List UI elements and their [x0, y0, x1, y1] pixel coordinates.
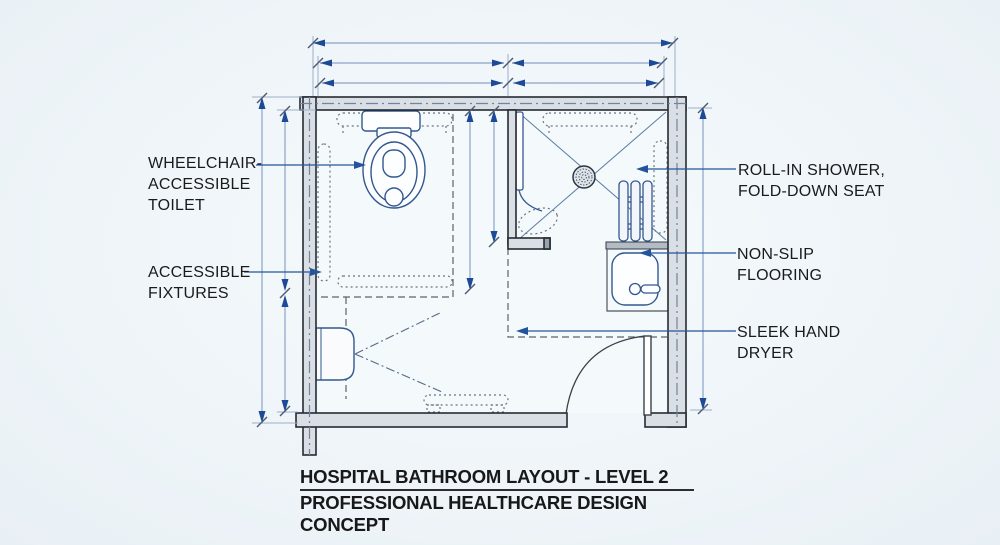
label-roll-in-shower: ROLL-IN SHOWER, FOLD-DOWN SEAT [738, 162, 886, 200]
shower-curb-end [543, 237, 551, 250]
toilet-front-rim [384, 187, 404, 207]
entry-door [565, 335, 652, 416]
toilet-fixture [361, 110, 426, 209]
door-clearance-outline [507, 248, 667, 338]
dimension-lines [261, 42, 704, 421]
grab-bar-bottom-wall [423, 394, 509, 406]
seat-slat [642, 180, 653, 242]
fold-down-seat [618, 180, 653, 242]
hand-dryer-airflow-lines [354, 311, 443, 393]
seat-slat [618, 180, 629, 242]
toilet-seat-opening [382, 149, 406, 178]
shower-curtain-panel [515, 111, 543, 212]
door-leaf [643, 335, 652, 416]
title-divider [300, 489, 694, 491]
grab-bar-shower-wall [542, 112, 638, 127]
hand-dryer-fixture [315, 327, 355, 381]
sink-drain [628, 282, 642, 296]
curtain-swing-outline [518, 207, 558, 235]
grab-bar-foot [490, 404, 505, 413]
title-block: HOSPITAL BATHROOM LAYOUT - LEVEL 2 PROFE… [300, 466, 720, 536]
door-swing-arc [565, 335, 646, 415]
sink-basin [611, 252, 659, 306]
label-sleek-hand-dryer: SLEEK HAND DRYER [737, 324, 841, 362]
label-wheelchair-accessible-toilet: WHEELCHAIR- ACCESSIBLE TOILET [148, 155, 263, 214]
drawing-subtitle: PROFESSIONAL HEALTHCARE DESIGN CONCEPT [300, 492, 647, 535]
dimension-arrowheads [258, 39, 707, 423]
wall-shower-partition [507, 109, 517, 246]
label-leader-arrowheads [310, 161, 651, 335]
dimension-extension-lines [252, 36, 712, 424]
sink-counter [606, 249, 668, 312]
sink-faucet-lever [640, 284, 661, 294]
label-accessible-fixtures: ACCESSIBLE FIXTURES [148, 264, 251, 302]
grab-bar-mid-rail [337, 275, 453, 288]
label-non-slip-flooring: NON-SLIP FLOORING [737, 246, 823, 284]
dimension-ticks [256, 37, 709, 428]
seat-slat [630, 180, 641, 242]
wall-bottom-right-corner [644, 412, 687, 428]
drawing-title: HOSPITAL BATHROOM LAYOUT - LEVEL 2 [300, 466, 669, 487]
label-leaders [244, 164, 736, 332]
sink-counter-edge [605, 241, 669, 250]
grab-bar-left-wall [317, 143, 331, 282]
wall-centerlines [300, 97, 686, 455]
shower-drain-icon [572, 165, 596, 189]
wall-bottom [295, 412, 568, 428]
toilet-clearance-outline [320, 114, 454, 298]
fold-down-seat-folded-outline [653, 140, 668, 234]
grab-bars [317, 112, 668, 413]
grab-bar-foot [426, 404, 441, 413]
